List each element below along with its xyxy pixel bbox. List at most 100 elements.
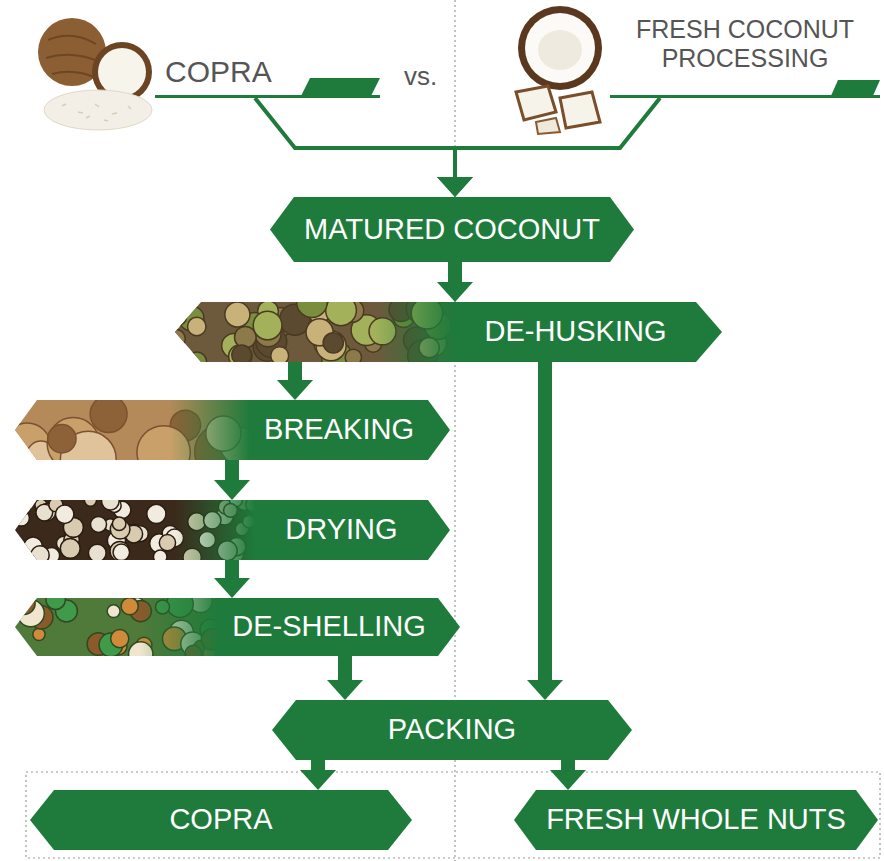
flow-arrow xyxy=(255,98,455,177)
text-area: PACKING xyxy=(296,700,608,760)
photo-fade xyxy=(375,302,457,362)
step-banner: DE-HUSKING xyxy=(175,302,722,362)
versus-label: vs. xyxy=(404,62,437,92)
photo-fade xyxy=(175,500,257,560)
photo-detail xyxy=(84,494,96,506)
photo-detail xyxy=(169,308,186,325)
photo-detail xyxy=(271,347,289,365)
grated-texture xyxy=(62,104,131,121)
hex-shape xyxy=(30,790,412,850)
text-area: COPRA xyxy=(165,55,370,90)
banner-shape xyxy=(250,400,450,460)
text-area: DRYING xyxy=(255,500,428,560)
photo-detail xyxy=(60,539,80,559)
step-label: FRESH WHOLE NUTS xyxy=(546,803,846,836)
flow-arrow xyxy=(455,98,660,177)
step-label: COPRA xyxy=(169,803,272,836)
photo-fade xyxy=(170,400,252,460)
flow-arrow xyxy=(448,262,462,282)
flow-arrow xyxy=(225,460,239,480)
half-shell xyxy=(518,6,602,90)
photo-detail xyxy=(153,550,167,564)
step-banner: BREAKING xyxy=(15,400,450,460)
photo-detail xyxy=(121,598,138,615)
photo-detail xyxy=(33,628,45,640)
photo-detail xyxy=(91,516,107,532)
heading-text: FRESH COCONUT PROCESSING xyxy=(620,15,870,73)
text-area: MATURED COCONUT xyxy=(294,197,610,262)
photo-detail xyxy=(107,605,120,618)
step-photo xyxy=(13,590,223,667)
grated-copra xyxy=(44,90,152,130)
step-label: PACKING xyxy=(388,713,516,746)
text-area: FRESH WHOLE NUTS xyxy=(536,790,856,850)
section-heading: COPRA xyxy=(155,51,380,98)
step-label: BREAKING xyxy=(264,413,414,446)
flow-arrow xyxy=(225,560,239,578)
photo-ground xyxy=(15,598,222,656)
photo-detail xyxy=(13,510,29,526)
heading-tab xyxy=(300,78,380,98)
flow-arrow xyxy=(288,362,302,380)
banner-shape xyxy=(455,302,722,362)
heading-text: COPRA xyxy=(165,55,272,90)
stage-box: PACKING xyxy=(272,700,632,760)
coconut-chunk xyxy=(516,86,556,120)
photo-detail xyxy=(188,317,206,335)
heading-tab xyxy=(830,80,880,98)
photo-detail xyxy=(345,349,361,365)
text-area: DE-HUSKING xyxy=(455,302,696,362)
step-photo xyxy=(13,492,261,566)
hex-shape xyxy=(272,700,632,760)
text-area: FRESH COCONUT PROCESSING xyxy=(620,12,870,76)
photo-detail xyxy=(159,535,175,551)
hex-shape xyxy=(514,790,878,850)
photo-detail xyxy=(110,541,130,561)
photo-detail xyxy=(18,502,31,515)
photo-detail xyxy=(225,302,250,327)
text-area: BREAKING xyxy=(250,400,428,460)
banner-shape xyxy=(220,598,460,656)
coconut-chunk xyxy=(560,92,600,128)
photo-detail xyxy=(232,345,252,365)
text-area: DE-SHELLING xyxy=(220,598,438,656)
flow-arrow xyxy=(538,362,552,680)
step-banner: DE-SHELLING xyxy=(15,598,460,656)
photo-detail xyxy=(113,544,130,561)
step-photo xyxy=(165,287,457,372)
flow-arrow xyxy=(338,656,352,680)
stage-box: FRESH WHOLE NUTS xyxy=(514,790,878,850)
banner-shape xyxy=(255,500,450,560)
coconut-chunk xyxy=(536,118,560,134)
copra-picture xyxy=(38,18,152,130)
stage-box: MATURED COCONUT xyxy=(270,197,634,262)
photo-detail xyxy=(187,352,207,372)
step-banner: DRYING xyxy=(15,500,450,560)
photo-detail xyxy=(31,546,49,564)
photo-detail xyxy=(17,600,44,627)
photo-detail xyxy=(253,311,282,340)
hex-shape xyxy=(270,197,634,262)
step-label: DE-SHELLING xyxy=(232,610,425,643)
flow-arrow xyxy=(311,760,325,770)
photo-detail xyxy=(56,505,74,523)
coconut-meat xyxy=(98,48,146,96)
photo-detail xyxy=(326,295,357,326)
photo-detail xyxy=(229,345,252,368)
photo-detail xyxy=(147,504,166,523)
shell-hollow xyxy=(538,30,582,70)
photo-fade xyxy=(140,598,222,656)
husk-fibre xyxy=(46,36,100,78)
photo-detail xyxy=(165,347,186,368)
photo-detail xyxy=(90,396,127,433)
photo-detail xyxy=(297,287,328,318)
fresh-coconut-picture xyxy=(516,6,602,134)
photo-detail xyxy=(112,517,126,531)
photo-detail xyxy=(102,493,120,511)
stage-box: COPRA xyxy=(30,790,412,850)
flow-arrow xyxy=(561,760,575,770)
photo-detail xyxy=(13,592,35,614)
photo-detail xyxy=(235,326,257,348)
section-heading: FRESH COCONUT PROCESSING xyxy=(610,6,880,98)
